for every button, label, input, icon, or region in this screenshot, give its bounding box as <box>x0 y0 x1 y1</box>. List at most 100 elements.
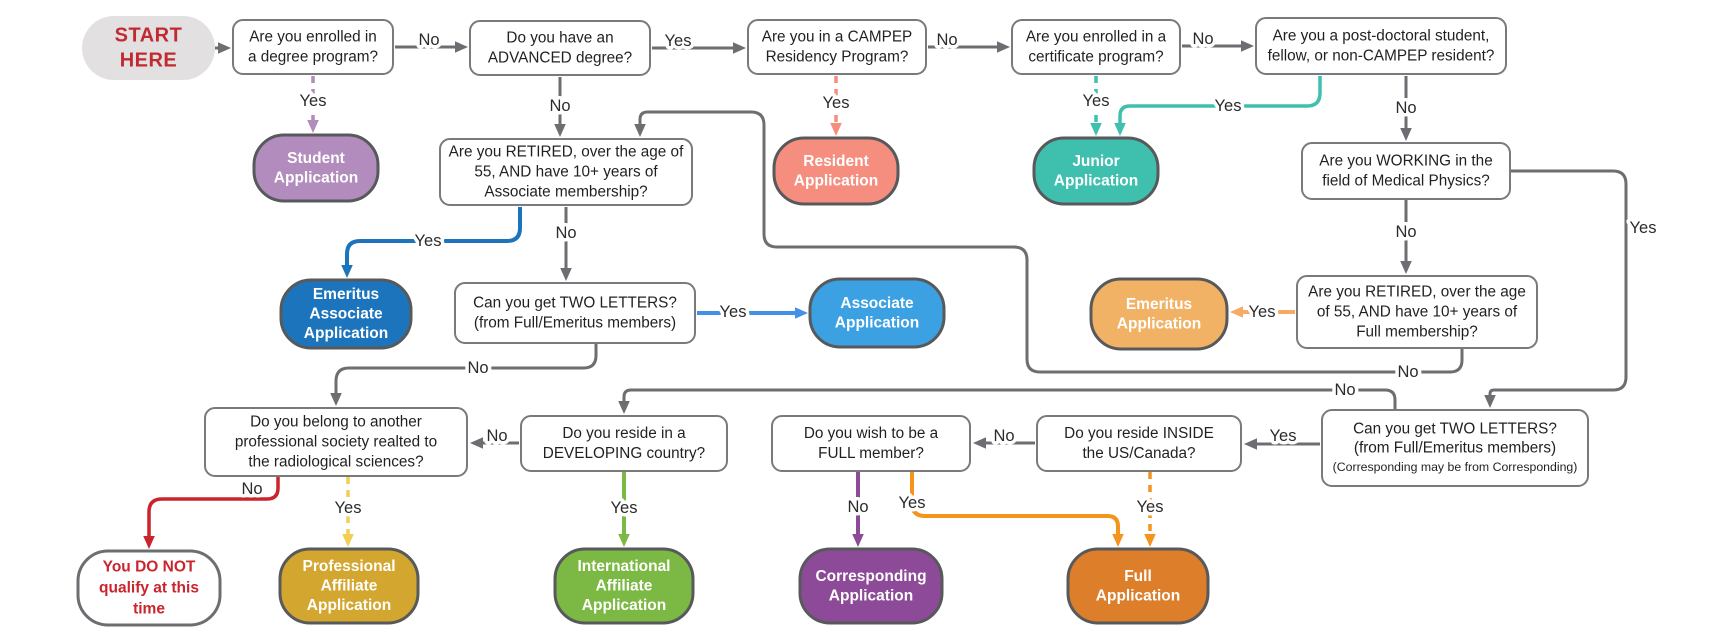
terminal-resident-application-shape[interactable] <box>772 136 900 206</box>
edge-certificate-no <box>1182 40 1254 52</box>
edge-two-letters-corr-no-developing-line <box>622 388 1397 410</box>
edge-degree-yes-student <box>307 76 319 133</box>
terminal-associate-application-shape[interactable] <box>808 277 946 349</box>
edge-retired-assoc-no-label: No <box>555 224 576 242</box>
terminal-international-affiliate-application-shape[interactable] <box>553 547 695 625</box>
edge-two-letters-no-society-arrowhead-icon <box>330 393 342 406</box>
edge-us-canada-yes-full-label: Yes <box>1137 498 1164 516</box>
decision-advanced-degree-shape <box>469 20 651 76</box>
edge-two-letters-corr-no-developing-label: No <box>1334 381 1355 399</box>
edge-advanced-yes-label: Yes <box>665 32 692 50</box>
terminal-resident-application-label-line-1: Resident <box>803 153 868 170</box>
edge-advanced-no-label: No <box>549 97 570 115</box>
decision-campep-residency-label-line-1: Are you in a CAMPEP <box>762 29 912 46</box>
edge-retired-full-yes-emeritus-label: Yes <box>1249 303 1276 321</box>
terminal-student-application-shape[interactable] <box>252 133 380 203</box>
terminal-professional-affiliate-application-shape[interactable] <box>278 547 420 625</box>
terminal-not-qualified-label-line-3: time <box>133 601 165 618</box>
decision-two-letters-full-emeritus-label-line-2: (from Full/Emeritus members) <box>474 315 676 332</box>
terminal-corresponding-application-label-line-1: Corresponding <box>815 568 926 585</box>
edge-postdoc-yes-junior-label: Yes <box>1215 97 1242 115</box>
edge-postdoc-no-working <box>1400 76 1412 141</box>
decision-other-professional-society-label-line-1: Do you belong to another <box>250 414 422 431</box>
decision-wish-full-member-label-line-1: Do you wish to be a <box>804 425 939 442</box>
decision-retired-associate-membership-label-line-2: 55, AND have 10+ years of <box>474 164 658 181</box>
edge-working-no-retired-full-label: No <box>1395 223 1416 241</box>
edge-retired-full-no-return-label: No <box>1397 363 1418 381</box>
edge-retired-full-no-return <box>634 110 1464 374</box>
edge-full-member-yes-full-label: Yes <box>899 494 926 512</box>
decision-postdoc-fellow-noncampep: Are you a post-doctoral student,fellow, … <box>1255 17 1507 75</box>
decision-two-letters-corresponding-label-line-1: Can you get TWO LETTERS? <box>1353 421 1557 438</box>
edge-retired-assoc-no <box>560 207 572 281</box>
terminal-full-application-label-line-2: Application <box>1096 587 1180 604</box>
decision-two-letters-corresponding-label-line-2: (from Full/Emeritus members) <box>1354 440 1556 457</box>
edge-two-letters-corr-no-developing-arrowhead-icon <box>618 401 630 414</box>
decision-certificate-program-shape <box>1011 19 1181 75</box>
decision-developing-country-shape <box>520 415 728 472</box>
terminal-emeritus-associate-application-label-line-2: Associate <box>309 306 383 323</box>
decision-wish-full-member-shape <box>771 415 971 472</box>
decision-postdoc-fellow-noncampep-label-line-1: Are you a post-doctoral student, <box>1273 28 1490 45</box>
terminal-corresponding-application-shape[interactable] <box>798 547 944 625</box>
decision-retired-associate-membership-label-line-3: Associate membership? <box>484 184 647 201</box>
edge-working-yes-two-letters-label: Yes <box>1630 219 1657 237</box>
edge-working-no-retired-full-arrowhead-icon <box>1400 261 1412 274</box>
edge-campep-no-arrowhead-icon <box>997 41 1010 53</box>
edge-two-letters-yes-associate-arrowhead-icon <box>795 307 808 319</box>
edge-two-letters-no-society-label: No <box>467 359 488 377</box>
terminal-corresponding-application-label-line-2: Application <box>829 587 913 604</box>
terminal-emeritus-application-label-line-1: Emeritus <box>1126 296 1192 313</box>
decision-developing-country-label-line-2: DEVELOPING country? <box>543 445 705 462</box>
decision-two-letters-full-emeritus: Can you get TWO LETTERS?(from Full/Emeri… <box>454 282 696 344</box>
edge-full-member-no-corresponding-label: No <box>847 498 868 516</box>
terminal-student-application-label-line-2: Application <box>274 169 358 186</box>
edge-full-member-yes-full-line <box>910 472 1120 537</box>
edge-developing-no-society-arrowhead-icon <box>470 437 483 449</box>
edge-two-letters-corr-yes <box>1244 438 1320 450</box>
edge-postdoc-no-working-arrowhead-icon <box>1400 128 1412 141</box>
terminal-emeritus-application-shape[interactable] <box>1089 277 1229 351</box>
edges <box>143 40 1628 549</box>
terminal-emeritus-associate-application-shape[interactable] <box>279 278 413 350</box>
edge-certificate-yes-junior <box>1090 76 1102 136</box>
edge-society-yes-prof-affiliate-arrowhead-icon <box>342 534 354 547</box>
terminal-professional-affiliate-application-label-line-3: Application <box>307 597 391 614</box>
edge-advanced-no-arrowhead-icon <box>554 124 566 137</box>
edge-two-letters-corr-yes-label: Yes <box>1270 427 1297 445</box>
edge-developing-yes-intl <box>618 472 630 547</box>
edge-retired-full-no-return-arrowhead-icon <box>634 124 646 137</box>
terminal-full-application-shape[interactable] <box>1066 547 1210 625</box>
decision-reside-us-canada-shape <box>1036 415 1242 472</box>
terminal-junior-application-shape[interactable] <box>1032 136 1160 206</box>
terminal-emeritus-associate-application-label-line-1: Emeritus <box>313 286 379 303</box>
edge-working-yes-two-letters-arrowhead-icon <box>1484 395 1496 408</box>
edge-retired-full-no-return-line <box>638 110 1464 374</box>
edge-society-yes-prof-affiliate-label: Yes <box>335 499 362 517</box>
edge-full-member-no-corresponding <box>852 472 864 547</box>
edge-retired-assoc-yes-arrowhead-icon <box>341 265 353 278</box>
edge-working-no-retired-full <box>1400 199 1412 274</box>
decision-certificate-program-label-line-2: certificate program? <box>1028 49 1163 66</box>
decision-other-professional-society-shape <box>204 407 468 477</box>
edge-working-yes-two-letters-line <box>1488 169 1628 398</box>
edge-us-canada-no-full-member <box>973 437 1035 449</box>
